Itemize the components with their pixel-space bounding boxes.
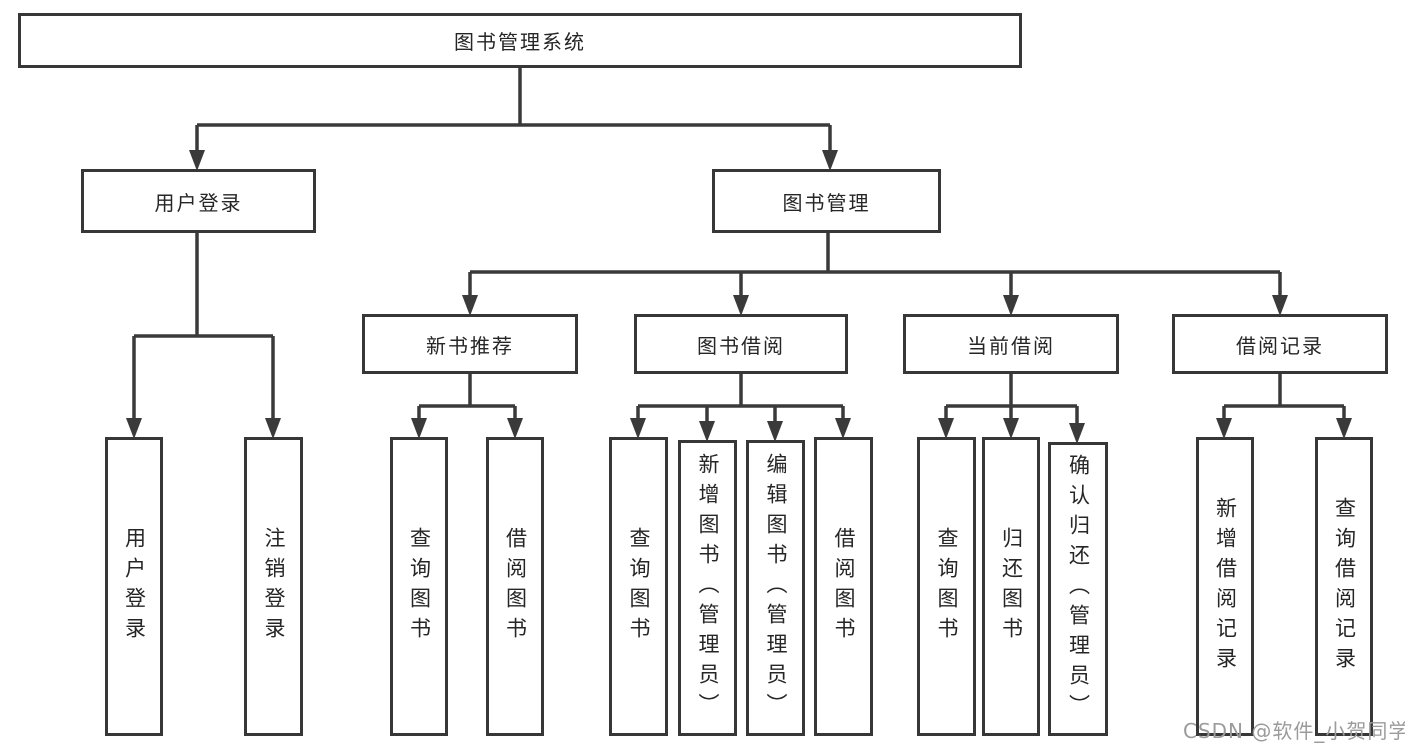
leaf-confirm-return-admin-label: 确认归还（管理员） bbox=[1066, 454, 1091, 724]
leaf-borrow-books: 借阅图书 bbox=[814, 437, 873, 736]
node-root: 图书管理系统 bbox=[18, 13, 1022, 68]
leaf-query-books-borrowing-label: 查询图书 bbox=[627, 526, 651, 647]
arrowhead-icon bbox=[699, 421, 715, 442]
arrowhead-icon bbox=[767, 421, 783, 442]
connector-arrowheads bbox=[126, 150, 1352, 444]
leaf-confirm-return-admin: 确认归还（管理员） bbox=[1048, 442, 1108, 736]
leaf-query-books-current: 查询图书 bbox=[917, 437, 976, 736]
leaf-return-books-label: 归还图书 bbox=[999, 526, 1024, 647]
arrowhead-icon bbox=[1336, 418, 1352, 439]
arrowhead-icon bbox=[733, 295, 749, 316]
node-user-login-branch: 用户登录 bbox=[81, 169, 316, 233]
leaf-edit-books-admin-label: 编辑图书（管理员） bbox=[764, 453, 788, 723]
leaf-borrow-books-recommend-label: 借阅图书 bbox=[503, 526, 528, 647]
node-current-borrowing-label: 当前借阅 bbox=[967, 333, 1055, 358]
node-borrowing-records: 借阅记录 bbox=[1172, 314, 1388, 374]
arrowhead-icon bbox=[462, 295, 478, 316]
arrowhead-icon bbox=[938, 418, 954, 439]
node-new-book-recommend: 新书推荐 bbox=[362, 314, 578, 374]
leaf-add-borrow-record-label: 新增借阅记录 bbox=[1213, 496, 1238, 677]
arrowhead-icon bbox=[835, 418, 851, 439]
leaf-query-books-current-label: 查询图书 bbox=[935, 526, 959, 647]
arrowhead-icon bbox=[630, 418, 646, 439]
csdn-watermark: CSDN @软件_小贺同学 bbox=[1183, 719, 1405, 743]
node-book-management-label: 图书管理 bbox=[782, 190, 871, 215]
arrowhead-icon bbox=[1272, 295, 1288, 316]
arrowhead-icon bbox=[1003, 295, 1019, 316]
node-book-management: 图书管理 bbox=[712, 169, 941, 233]
arrowhead-icon bbox=[1003, 418, 1019, 439]
node-book-borrowing-label: 图书借阅 bbox=[697, 333, 785, 358]
node-book-borrowing: 图书借阅 bbox=[634, 314, 848, 374]
arrowhead-icon bbox=[1069, 423, 1085, 444]
arrowhead-icon bbox=[507, 418, 523, 439]
leaf-query-books-recommend-label: 查询图书 bbox=[407, 526, 432, 647]
leaf-add-books-admin-label: 新增图书（管理员） bbox=[696, 453, 720, 723]
arrowhead-icon bbox=[126, 418, 142, 439]
leaf-logout: 注销登录 bbox=[244, 437, 303, 736]
arrowhead-icon bbox=[411, 418, 427, 439]
leaf-borrow-books-label: 借阅图书 bbox=[832, 526, 856, 647]
leaf-query-borrow-record: 查询借阅记录 bbox=[1315, 437, 1373, 736]
leaf-query-books-recommend: 查询图书 bbox=[390, 437, 448, 736]
leaf-borrow-books-recommend: 借阅图书 bbox=[486, 437, 544, 736]
leaf-query-borrow-record-label: 查询借阅记录 bbox=[1332, 496, 1357, 677]
leaf-user-login-label: 用户登录 bbox=[122, 526, 147, 647]
leaf-logout-label: 注销登录 bbox=[262, 526, 286, 647]
node-user-login-branch-label: 用户登录 bbox=[154, 190, 243, 215]
arrowhead-icon bbox=[265, 418, 281, 439]
arrowhead-icon bbox=[822, 150, 838, 171]
arrowhead-icon bbox=[189, 150, 205, 171]
connector-path bbox=[132, 68, 1346, 427]
leaf-user-login: 用户登录 bbox=[105, 437, 163, 736]
leaf-add-borrow-record: 新增借阅记录 bbox=[1196, 437, 1254, 736]
leaf-query-books-borrowing: 查询图书 bbox=[609, 437, 668, 736]
node-root-label: 图书管理系统 bbox=[454, 30, 586, 54]
node-current-borrowing: 当前借阅 bbox=[903, 314, 1119, 374]
leaf-edit-books-admin: 编辑图书（管理员） bbox=[746, 440, 805, 736]
node-borrowing-records-label: 借阅记录 bbox=[1236, 333, 1324, 358]
leaf-return-books: 归还图书 bbox=[982, 437, 1040, 736]
leaf-add-books-admin: 新增图书（管理员） bbox=[678, 440, 737, 736]
node-new-book-recommend-label: 新书推荐 bbox=[426, 333, 514, 358]
arrowhead-icon bbox=[1216, 418, 1232, 439]
